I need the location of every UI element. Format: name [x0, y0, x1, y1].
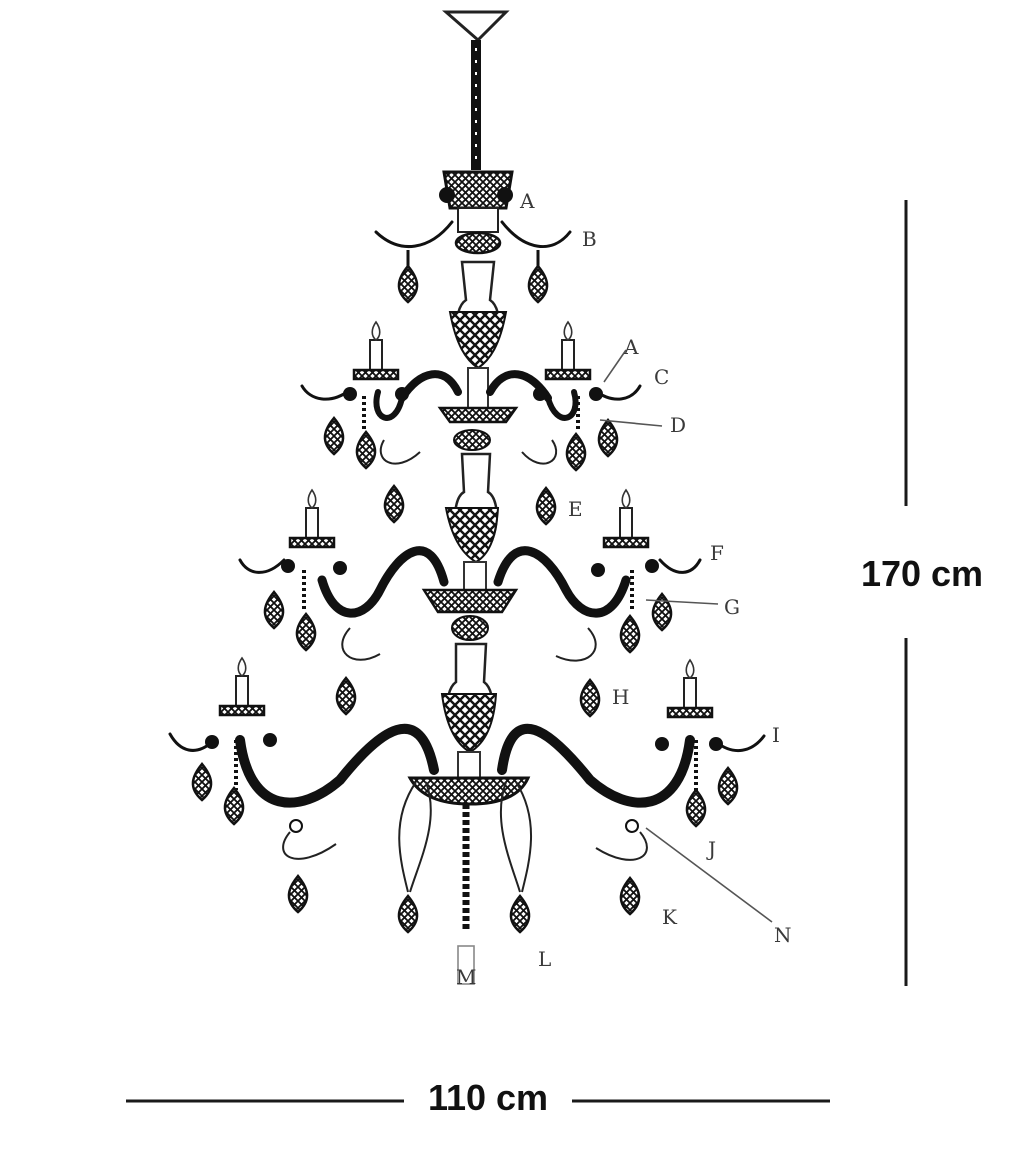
tier-2-arms	[238, 488, 702, 718]
bottom-pendants	[397, 781, 533, 985]
part-label-b: B	[582, 227, 597, 251]
part-label-h: H	[612, 685, 629, 709]
height-dimension: 170 cm	[861, 200, 983, 986]
part-label-j: J	[706, 837, 716, 861]
part-label-n: N	[774, 923, 792, 947]
part-label-k: K	[662, 905, 678, 929]
leader-lines	[599, 349, 773, 923]
part-label-a-tier1: A	[623, 335, 639, 359]
part-label-a-top: A	[519, 189, 535, 213]
part-label-g: G	[724, 595, 740, 619]
part-label-l: L	[538, 947, 551, 971]
central-column	[407, 260, 531, 806]
ceiling-mount	[442, 10, 510, 170]
part-label-d: D	[670, 413, 686, 437]
part-label-m: M	[456, 965, 476, 989]
top-canopy	[439, 170, 514, 255]
part-label-c: C	[654, 365, 669, 389]
height-label: 170 cm	[861, 553, 983, 594]
part-label-i: I	[772, 723, 780, 747]
width-dimension: 110 cm	[126, 1077, 830, 1118]
part-label-f: F	[710, 541, 724, 565]
width-label: 110 cm	[428, 1077, 548, 1118]
part-labels: A B A C D E F G H I J K L M N	[456, 189, 792, 989]
top-arms	[374, 220, 572, 304]
tier-1-arms	[300, 320, 642, 526]
tier-3-arms	[168, 656, 766, 916]
part-label-e: E	[568, 497, 583, 521]
